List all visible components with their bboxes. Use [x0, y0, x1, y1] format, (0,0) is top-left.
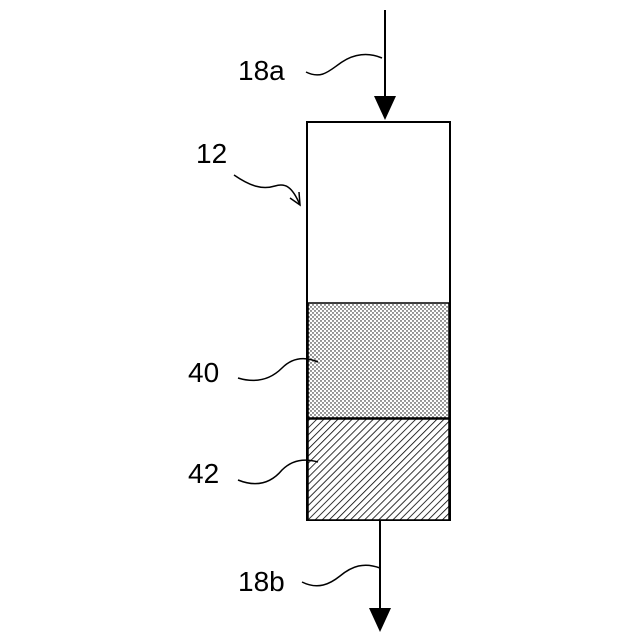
- column-leader-line: [234, 175, 300, 205]
- inlet-arrow: [374, 10, 396, 120]
- inlet-leader-line: [306, 55, 382, 75]
- column-label: 12: [196, 138, 227, 169]
- outlet-leader-line: [302, 565, 380, 586]
- lower-layer: [308, 419, 449, 520]
- upper-layer: [308, 303, 449, 418]
- outlet-arrow: [369, 520, 391, 632]
- upper-layer-label: 40: [188, 357, 219, 388]
- outlet-label: 18b: [238, 566, 285, 597]
- lower-layer-label: 42: [188, 458, 219, 489]
- inlet-label: 18a: [238, 55, 285, 86]
